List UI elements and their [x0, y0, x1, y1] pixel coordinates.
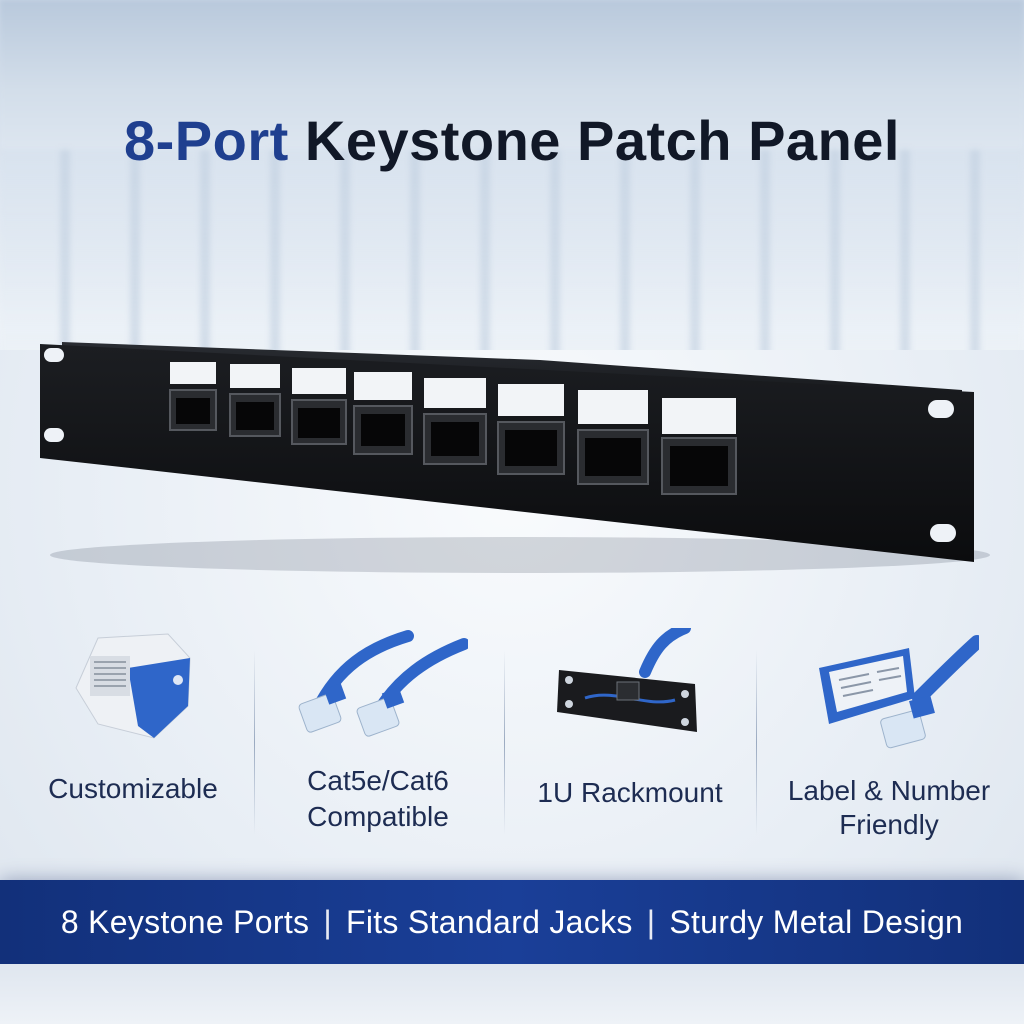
banner-separator-2: |	[646, 903, 656, 940]
port-3	[291, 368, 347, 445]
feature-label-label-line2: Friendly	[839, 809, 939, 840]
feature-label-customizable: Customizable	[48, 773, 218, 804]
panel-shadow	[50, 537, 990, 573]
port-7	[577, 390, 649, 485]
keystone-ports	[169, 362, 737, 495]
mount-hole-top-right	[928, 400, 954, 418]
footer-background	[0, 964, 1024, 1024]
mount-hole-bottom-right	[930, 524, 956, 542]
feature-divider-3	[756, 650, 757, 835]
feature-rackmount: 1U Rackmount	[510, 620, 750, 860]
feature-cat-compatible: Cat5e/Cat6 Compatible	[260, 620, 496, 860]
port-5	[423, 378, 487, 465]
background-windows	[0, 150, 1024, 360]
port-6	[497, 384, 565, 475]
keystone-jack-icon	[75, 633, 191, 739]
feature-label-friendly: Label & Number Friendly	[764, 620, 1014, 860]
patch-panel-illustration	[40, 342, 990, 573]
feature-divider-1	[254, 650, 255, 835]
banner-item-ports: 8 Keystone Ports	[60, 903, 310, 940]
ethernet-cable-icon	[298, 630, 468, 737]
banner-item-metal: Sturdy Metal Design	[669, 903, 964, 940]
port-1	[169, 362, 217, 431]
patch-panel-image	[40, 342, 990, 573]
feature-customizable: Customizable	[18, 620, 248, 860]
feature-banner: 8 Keystone Ports | Fits Standard Jacks |…	[0, 880, 1024, 964]
label-tag-icon	[819, 635, 979, 749]
banner-item-jacks: Fits Standard Jacks	[345, 903, 633, 940]
banner-separator-1: |	[323, 903, 332, 940]
feature-divider-2	[504, 650, 505, 835]
feature-label-cat-line1: Cat5e/Cat6	[307, 765, 449, 796]
feature-label-cat-line2: Compatible	[307, 801, 449, 832]
rack-bracket-icon	[557, 628, 697, 732]
feature-label-label-line1: Label & Number	[787, 775, 991, 806]
port-4	[353, 372, 413, 455]
port-2	[229, 364, 281, 437]
mount-hole-bottom-left	[44, 428, 64, 442]
port-8	[661, 398, 737, 495]
title-highlight: 8-Port	[124, 109, 289, 172]
title-rest: Keystone Patch Panel	[288, 109, 900, 172]
page-title: 8-Port Keystone Patch Panel	[0, 108, 1024, 173]
mount-hole-top-left	[44, 348, 64, 362]
feature-label-rackmount: 1U Rackmount	[537, 777, 723, 808]
background-ceiling	[0, 0, 1024, 150]
